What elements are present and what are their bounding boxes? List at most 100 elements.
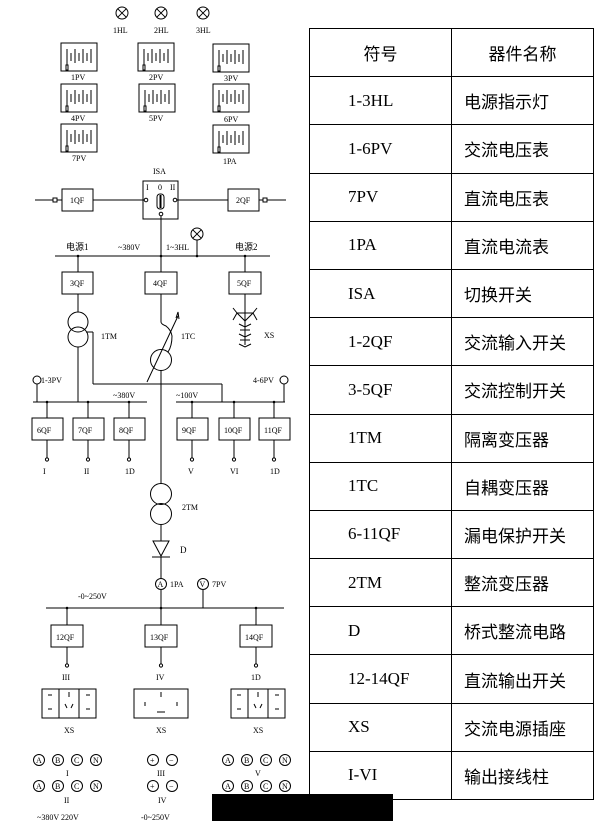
lamp-label: 2HL bbox=[154, 26, 169, 35]
legend-name: 交流输入开关 bbox=[451, 317, 594, 367]
meter-1pv: 1PV bbox=[60, 42, 98, 82]
breaker-label: 10QF bbox=[224, 426, 243, 435]
binding-post-label: B bbox=[55, 782, 60, 791]
meter-icon bbox=[138, 83, 176, 113]
binding-post-label: B bbox=[244, 756, 249, 765]
legend-name: 隔离变压器 bbox=[451, 413, 594, 463]
binding-post-icon[interactable] bbox=[71, 780, 83, 792]
binding-post-icon[interactable] bbox=[260, 780, 272, 792]
binding-post-icon[interactable] bbox=[241, 754, 253, 766]
binding-post-icon[interactable] bbox=[166, 754, 178, 766]
binding-post-icon[interactable] bbox=[166, 780, 178, 792]
output-terminal-label: I bbox=[43, 467, 46, 476]
binding-post-icon[interactable] bbox=[52, 780, 64, 792]
legend-symbol: I-VI bbox=[309, 750, 452, 801]
isa-switch: I 0 II bbox=[142, 180, 179, 220]
terminal-label: I bbox=[66, 769, 69, 778]
binding-post-label: − bbox=[169, 782, 174, 791]
legend-header-row: 符号 器件名称 bbox=[309, 27, 594, 78]
binding-post-label: C bbox=[74, 782, 79, 791]
legend-name: 交流控制开关 bbox=[451, 365, 594, 415]
binding-post-icon[interactable] bbox=[71, 754, 83, 766]
meter-label: 6PV bbox=[224, 115, 238, 124]
binding-post-icon[interactable] bbox=[260, 754, 272, 766]
output-terminal-label: 1D bbox=[125, 467, 135, 476]
wiring-diagram: 1HL 2HL 3HL 1PV 2PV 3PV 4PV 5PV 6PV 7PV … bbox=[31, 6, 291, 822]
tm1-label: 1TM bbox=[101, 332, 117, 341]
isa-label: ISA bbox=[153, 167, 166, 176]
lamp-label: 1HL bbox=[113, 26, 128, 35]
breaker-label: 4QF bbox=[153, 279, 168, 288]
binding-post-label: N bbox=[282, 782, 288, 791]
legend-symbol: 1-3HL bbox=[309, 76, 452, 126]
pv7-label: 7PV bbox=[212, 580, 226, 589]
output-terminal-label: 1D bbox=[251, 673, 261, 682]
socket-xs: XS bbox=[41, 688, 97, 735]
breaker-1qf: 1QF bbox=[61, 188, 94, 212]
legend-name: 交流电压表 bbox=[451, 124, 594, 174]
legend-symbol: 3-5QF bbox=[309, 365, 452, 415]
meter-label: 7PV bbox=[72, 154, 86, 163]
binding-post-icon[interactable] bbox=[147, 754, 159, 766]
transformer-2tm bbox=[150, 483, 172, 525]
meter-4pv: 4PV bbox=[60, 83, 98, 123]
ammeter-1pa: A bbox=[155, 578, 167, 590]
plug-icon bbox=[262, 197, 268, 203]
binding-post-label: − bbox=[169, 756, 174, 765]
binding-post-icon[interactable] bbox=[33, 754, 45, 766]
output-terminal-label: IV bbox=[156, 673, 165, 682]
lamp-2hl: 2HL bbox=[154, 6, 169, 35]
binding-post-icon[interactable] bbox=[222, 780, 234, 792]
switch-pos-0: 0 bbox=[158, 183, 162, 192]
binding-post-icon[interactable] bbox=[90, 780, 102, 792]
lamp-icon bbox=[190, 227, 204, 241]
binding-post-icon[interactable] bbox=[222, 754, 234, 766]
plug-icon bbox=[52, 197, 58, 203]
breaker-10qf: 10QF VI bbox=[218, 400, 251, 476]
lamp-label: 3HL bbox=[196, 26, 211, 35]
legend-symbol: 7PV bbox=[309, 172, 452, 222]
terminal-label: III bbox=[157, 769, 165, 778]
lamp-icon bbox=[196, 6, 210, 20]
binding-post-icon[interactable] bbox=[90, 754, 102, 766]
source1-label: 电源1 bbox=[66, 241, 89, 252]
binding-post-label: N bbox=[93, 782, 99, 791]
legend-name: 整流变压器 bbox=[451, 558, 594, 608]
binding-post-label: + bbox=[150, 782, 155, 791]
legend-name: 桥式整流电路 bbox=[451, 606, 594, 656]
meter-icon bbox=[212, 83, 250, 113]
legend-name: 切换开关 bbox=[451, 268, 594, 319]
terminal-label: V bbox=[255, 769, 261, 778]
legend-name: 输出接线柱 bbox=[451, 750, 594, 801]
meter-7pv: 7PV bbox=[60, 123, 98, 163]
output-terminal-label: VI bbox=[230, 467, 239, 476]
binding-post-icon[interactable] bbox=[241, 780, 253, 792]
meter-label: 1PA bbox=[223, 157, 237, 166]
binding-post-icon[interactable] bbox=[33, 780, 45, 792]
tc1-label: 1TC bbox=[181, 332, 195, 341]
breaker-label: 1QF bbox=[70, 196, 85, 205]
meter-icon bbox=[212, 124, 250, 154]
voltmeter-glyph: V bbox=[200, 580, 206, 589]
meter-label: 4PV bbox=[71, 114, 85, 123]
legend-symbol: 1PA bbox=[309, 220, 452, 270]
binding-post-icon[interactable] bbox=[279, 780, 291, 792]
output-terminal-label: II bbox=[84, 467, 90, 476]
meter-label: 1PV bbox=[71, 73, 85, 82]
binding-post-icon[interactable] bbox=[147, 780, 159, 792]
binding-post-icon[interactable] bbox=[279, 754, 291, 766]
legend-symbol: 1TM bbox=[309, 413, 452, 463]
voltmeter-icon bbox=[279, 375, 289, 385]
binding-post-icon[interactable] bbox=[52, 754, 64, 766]
